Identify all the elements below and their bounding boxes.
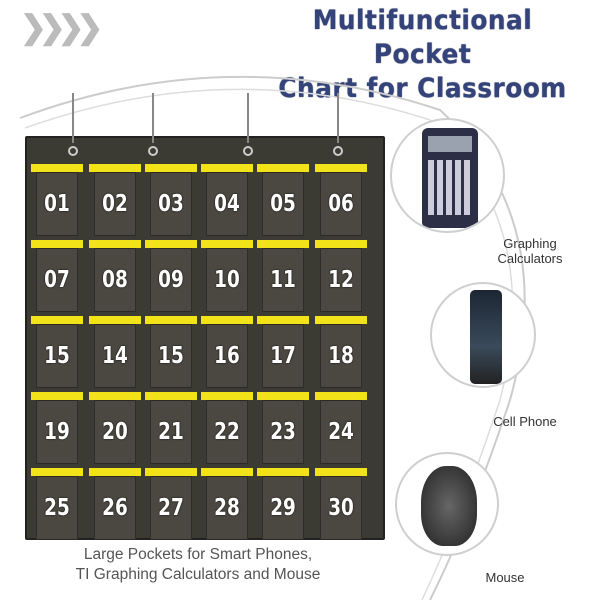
yellow-strip — [31, 468, 83, 476]
hanging-hook — [337, 93, 339, 143]
pocket: 29 — [262, 476, 304, 540]
calculator-icon — [422, 128, 478, 228]
yellow-strip — [31, 392, 83, 400]
grommet-icon — [68, 146, 78, 156]
yellow-strip — [89, 316, 141, 324]
hanging-hook — [247, 93, 249, 143]
yellow-strip — [257, 392, 309, 400]
chevron-decoration-icon: ❯❯❯❯ — [20, 9, 103, 45]
calculator-label-1: Graphing — [503, 236, 557, 251]
pocket: 28 — [206, 476, 248, 540]
pocket: 05 — [262, 172, 304, 236]
yellow-strip — [31, 240, 83, 248]
yellow-strip — [89, 392, 141, 400]
yellow-strip — [257, 164, 309, 172]
yellow-strip — [201, 316, 253, 324]
mouse-icon — [421, 466, 477, 546]
yellow-strip — [31, 164, 83, 172]
title-line-1: Multifunctional Pocket — [312, 5, 533, 70]
pocket: 14 — [94, 324, 136, 388]
yellow-strip — [145, 316, 197, 324]
calculator-circle — [390, 118, 505, 233]
hanging-hook — [152, 93, 154, 143]
yellow-strip — [315, 240, 367, 248]
caption-line-2: TI Graphing Calculators and Mouse — [75, 566, 321, 583]
yellow-strip — [201, 240, 253, 248]
mouse-circle — [395, 452, 499, 556]
yellow-strip — [145, 164, 197, 172]
pocket: 24 — [320, 400, 362, 464]
pocket: 30 — [320, 476, 362, 540]
yellow-strip — [145, 468, 197, 476]
pocket: 15 — [36, 324, 78, 388]
pocket: 15 — [150, 324, 192, 388]
pocket: 01 — [36, 172, 78, 236]
yellow-strip — [201, 392, 253, 400]
yellow-strip — [89, 164, 141, 172]
yellow-strip — [315, 164, 367, 172]
yellow-strip — [145, 240, 197, 248]
grommet-icon — [333, 146, 343, 156]
title-line-2: Chart for Classroom — [278, 73, 567, 104]
pocket: 16 — [206, 324, 248, 388]
yellow-strip — [257, 240, 309, 248]
pocket: 22 — [206, 400, 248, 464]
yellow-strip — [89, 468, 141, 476]
yellow-strip — [201, 164, 253, 172]
pocket: 20 — [94, 400, 136, 464]
caption: Large Pockets for Smart Phones, TI Graphi… — [28, 545, 368, 585]
yellow-strip — [201, 468, 253, 476]
yellow-strip — [315, 316, 367, 324]
pocket: 07 — [36, 248, 78, 312]
pocket: 06 — [320, 172, 362, 236]
yellow-strip — [315, 468, 367, 476]
pocket: 23 — [262, 400, 304, 464]
pocket: 26 — [94, 476, 136, 540]
pocket: 09 — [150, 248, 192, 312]
yellow-strip — [257, 468, 309, 476]
pocket: 18 — [320, 324, 362, 388]
phone-icon — [470, 290, 502, 384]
pocket: 17 — [262, 324, 304, 388]
grommet-icon — [148, 146, 158, 156]
pocket: 11 — [262, 248, 304, 312]
pocket: 12 — [320, 248, 362, 312]
yellow-strip — [145, 392, 197, 400]
pocket: 08 — [94, 248, 136, 312]
pocket: 10 — [206, 248, 248, 312]
phone-label: Cell Phone — [493, 414, 557, 429]
pocket: 25 — [36, 476, 78, 540]
calculator-label-2: Calculators — [497, 251, 563, 266]
mouse-label: Mouse — [485, 570, 525, 585]
grommet-icon — [243, 146, 253, 156]
yellow-strip — [257, 316, 309, 324]
pocket: 19 — [36, 400, 78, 464]
yellow-strip — [89, 240, 141, 248]
phone-circle — [430, 282, 536, 388]
pocket: 04 — [206, 172, 248, 236]
pocket: 27 — [150, 476, 192, 540]
yellow-strip — [31, 316, 83, 324]
pocket: 21 — [150, 400, 192, 464]
yellow-strip — [315, 392, 367, 400]
hanging-hook — [72, 93, 74, 143]
caption-line-1: Large Pockets for Smart Phones, — [83, 546, 313, 563]
pocket: 02 — [94, 172, 136, 236]
pocket: 03 — [150, 172, 192, 236]
